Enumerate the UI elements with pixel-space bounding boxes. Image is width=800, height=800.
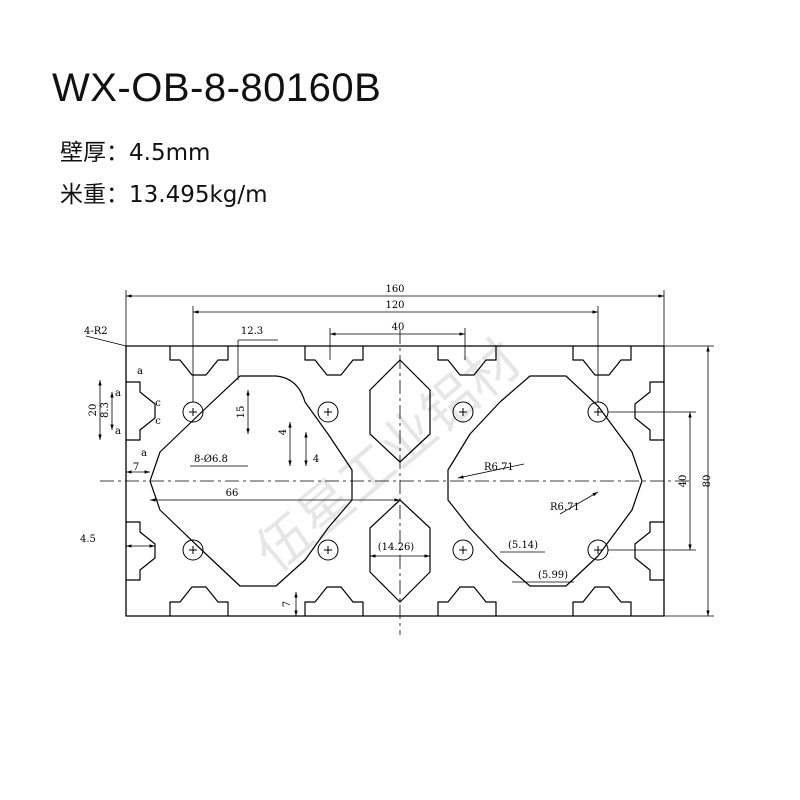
center-lines [100,330,690,635]
label-c-2: c [155,416,161,427]
dimension-lines [85,290,714,617]
label-a-3: a [115,426,121,437]
wall-thickness-spec: 壁厚：4.5mm [60,140,211,166]
dim-slot-depth: 15 [236,406,247,419]
dim-lower-7: 7 [282,601,293,607]
label-a-4: a [141,448,147,459]
label-c-1: c [155,398,161,409]
dim-small-4b: 4 [313,454,319,465]
dim-radius-b: R6.71 [550,502,580,513]
page-title: WX-OB-8-80160B [52,66,382,110]
dim-top-width: 40 [392,322,405,333]
dim-holes: 8-Ø6.8 [194,454,228,465]
dim-wall: 4.5 [80,534,96,545]
dim-total-height: 80 [702,475,713,488]
weight-spec: 米重：13.495kg/m [60,182,268,208]
dim-slot-width-8: 8.3 [100,402,111,418]
dim-radius-a: R6.71 [484,462,514,473]
dim-hole-span: 120 [385,300,404,311]
bolt-holes [182,401,609,561]
dim-offset-7: 7 [133,462,139,473]
dim-half-width: 66 [226,488,239,499]
dim-slot-opening: 12.3 [241,326,263,337]
dim-corner-radius: 4-R2 [84,326,108,337]
label-a-2: a [115,388,121,399]
dim-inner-gap: (14.26) [378,542,415,553]
dim-slot-width-20: 20 [88,404,99,417]
top-t-slots [169,346,632,376]
dimension-labels: 160 120 40 12.3 4-R2 15 20 8.3 4 4 8-Ø6.… [80,284,713,607]
dim-small-4a: 4 [278,429,289,435]
bottom-t-slots [169,586,632,616]
dim-chamfer-b: (5.99) [538,570,568,581]
dim-total-width: 160 [385,284,404,295]
dim-hole-height: 40 [678,475,689,488]
label-a-1: a [137,366,143,377]
side-t-slots [126,381,664,581]
dim-chamfer-a: (5.14) [508,540,538,551]
